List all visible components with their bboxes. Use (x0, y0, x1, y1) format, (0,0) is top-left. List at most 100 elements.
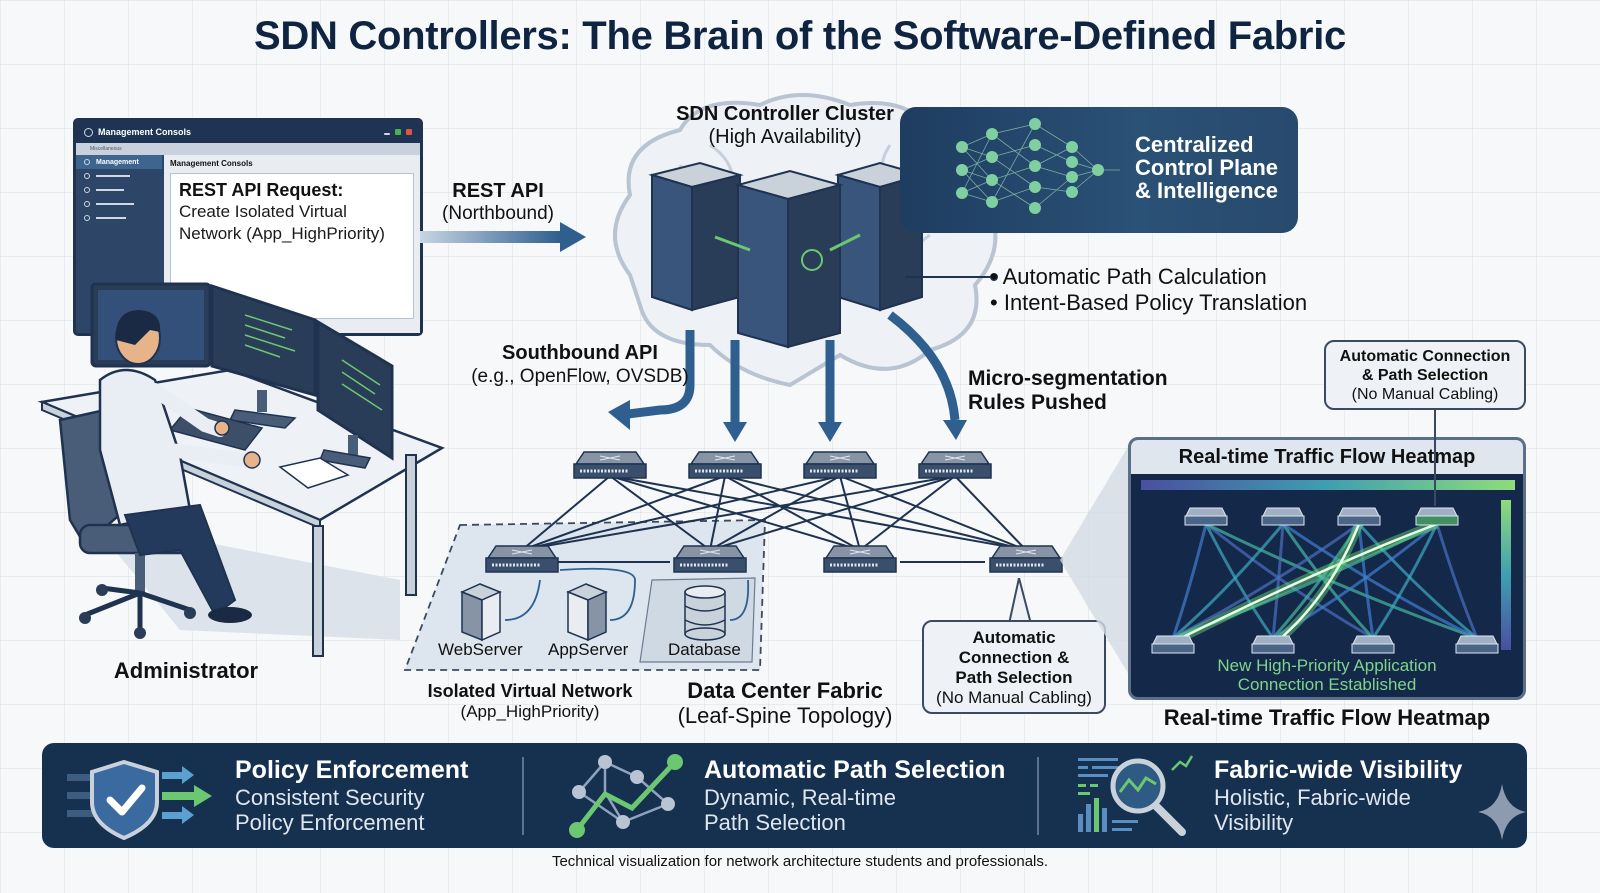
intelligence-callout-text: Centralized Control Plane & Intelligence (1135, 133, 1278, 202)
bubble-line: Connection & (958, 648, 1070, 667)
heatmap-leaf-node (1151, 635, 1195, 654)
fabric-link (724, 475, 1027, 551)
heatmap-leaf-node (1455, 635, 1499, 654)
feature-bullet: • Automatic Path Calculation (990, 264, 1267, 289)
shield-check-icon (67, 759, 212, 840)
fabric-link (521, 475, 726, 551)
feature-text: Intent-Based Policy Translation (1003, 290, 1308, 315)
circle-icon (84, 173, 90, 179)
controller-feature-list: • Automatic Path Calculation • Intent-Ba… (990, 264, 1307, 316)
footnote: Technical visualization for network arch… (551, 853, 1049, 870)
fabric-link (609, 475, 711, 551)
heat-link (1204, 523, 1275, 639)
sparkle-icon (1478, 784, 1526, 840)
feature-automatic-path-selection: Automatic Path Selection Dynamic, Real-t… (704, 756, 1005, 835)
administrator-person (98, 310, 261, 623)
northbound-title: REST API (452, 180, 544, 202)
magnifier-analytics-icon (1078, 755, 1194, 836)
heat-link (1205, 522, 1478, 640)
bubble-line: Automatic Connection (1339, 348, 1511, 365)
sidebar-item[interactable] (76, 183, 162, 197)
minimize-button[interactable] (384, 133, 390, 135)
high-priority-path (1180, 522, 1438, 640)
leaf-switch (485, 545, 559, 573)
heatmap-spine-node (1337, 507, 1381, 526)
feature-title: Automatic Path Selection (704, 756, 1006, 784)
desk-leg (405, 454, 417, 596)
request-body-line1: Create Isolated Virtual (179, 202, 347, 221)
heat-link (1357, 523, 1375, 639)
bubble-pointer-upper (1434, 408, 1436, 506)
heat-link (1271, 523, 1361, 640)
circle-icon (84, 187, 90, 193)
spine-switch (573, 451, 647, 479)
feature-bullet: • Intent-Based Policy Translation (990, 290, 1308, 315)
microseg-line: Rules Pushed (968, 391, 1107, 414)
virtual-network-subtitle: (App_HighPriority) (460, 702, 600, 721)
sidebar-item[interactable] (76, 211, 162, 225)
bubble-line: Path Selection (955, 668, 1073, 687)
flow-arrow (729, 579, 750, 621)
bubble-line: (No Manual Cabling) (936, 688, 1092, 707)
console-main: Management Consols REST API Request: Cre… (164, 155, 420, 333)
feature-subtitle: Visibility (1214, 810, 1294, 835)
heat-scale-vertical (1501, 500, 1511, 650)
request-title: REST API Request: (179, 180, 344, 200)
microseg-line: Micro-segmentation (968, 367, 1168, 390)
feature-text: Automatic Path Calculation (1002, 264, 1267, 289)
spine-switch (803, 451, 877, 479)
northbound-arrow (420, 222, 586, 252)
feature-subtitle: Policy Enforcement (235, 810, 425, 835)
heat-link (1171, 523, 1208, 639)
administrator-label: Administrator (113, 658, 259, 683)
cluster-link (829, 233, 861, 252)
sidebar-item[interactable] (76, 197, 162, 211)
sidebar-item-management[interactable]: Management (76, 155, 162, 169)
management-console-window: Management Consols Miscellaneous Managem… (73, 118, 423, 336)
heat-scale-horizontal (1141, 480, 1515, 490)
fabric-link (709, 475, 956, 551)
controller-cluster-subtitle: (High Availability) (708, 126, 862, 148)
leaf-spine-fabric (403, 451, 1063, 671)
heat-link (1172, 522, 1360, 640)
fabric-link (724, 475, 861, 551)
sidebar-item[interactable] (76, 169, 162, 183)
zoom-cone (1060, 440, 1132, 680)
maximize-button[interactable] (395, 129, 401, 135)
page-title: SDN Controllers: The Brain of the Softwa… (254, 14, 1346, 58)
high-priority-path (1280, 523, 1361, 639)
feature-divider (1037, 757, 1039, 835)
connector-line (905, 273, 998, 281)
fabric-subtitle: (Leaf-Spine Topology) (677, 703, 893, 728)
controller-cluster-title: SDN Controller Cluster (676, 103, 894, 125)
gear-icon (84, 159, 90, 165)
fabric-link (521, 475, 611, 551)
callout-line: & Intelligence (1135, 178, 1279, 203)
bubble-line: (No Manual Cabling) (1351, 386, 1499, 403)
features-band (42, 743, 1527, 848)
circle-icon (84, 215, 90, 221)
heat-link (1357, 523, 1478, 640)
caption-line: Connection Established (1237, 675, 1417, 694)
request-body-line2: Network (App_HighPriority) (179, 224, 385, 243)
console-main-heading: Management Consols (170, 159, 253, 168)
heatmap-header: Real-time Traffic Flow Heatmap (1131, 440, 1523, 474)
southbound-title: Southbound API (502, 342, 658, 364)
feature-fabric-visibility: Fabric-wide Visibility Holistic, Fabric-… (1214, 756, 1462, 835)
close-button[interactable] (406, 129, 412, 135)
fabric-link (521, 475, 841, 551)
bubble-pointer (1007, 578, 1033, 624)
placeholder-bar (96, 217, 126, 219)
feature-subtitle: Consistent Security (235, 785, 425, 810)
auto-connection-bubble-upper: Automatic Connection & Path Selection (N… (1324, 340, 1526, 410)
heat-link (1435, 523, 1479, 639)
appserver-label: AppServer (548, 640, 629, 659)
console-window-title: Management Consols (98, 127, 192, 137)
fabric-link (709, 475, 726, 551)
placeholder-bar (96, 175, 130, 177)
spine-switch (918, 451, 992, 479)
heat-link (1172, 523, 1285, 640)
fabric-link (839, 475, 861, 551)
heatmap-spine-node (1415, 507, 1459, 526)
fabric-link (521, 475, 956, 551)
